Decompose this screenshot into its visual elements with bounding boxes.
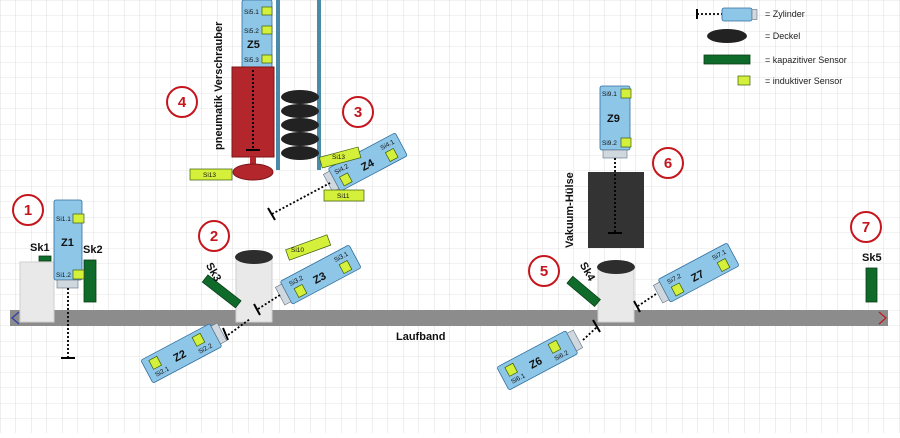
sensor-sk3 [201, 274, 242, 309]
workpiece-5 [597, 267, 635, 323]
station-marker-6 [652, 147, 684, 179]
station-number-5: 5 [540, 263, 548, 280]
station-marker-7 [850, 211, 882, 243]
lid-stack-3 [281, 118, 319, 132]
label-z1: Z1 [61, 237, 74, 249]
legend-cylinder-swatch [721, 7, 753, 22]
label-si5-1: Si5.1 [244, 9, 259, 16]
station-7: Sk5 7 [850, 211, 882, 303]
vacuum-sleeve [588, 172, 644, 248]
label-si10: Si10 [291, 247, 304, 254]
sensor-si12 [189, 168, 233, 181]
station-1: Sk1 Sk2 Si1.1 Si1.2 Z1 1 [12, 194, 103, 359]
label-si11: Si11 [337, 193, 350, 200]
station-5-6: Si9.1 Si9.2 Z9 Vakuum-Hülse 6 Sk4 5 Si6.… [497, 85, 739, 390]
lid-stack-1 [281, 90, 319, 104]
legend: = Zylinder = Deckel = kapazitiver Sensor… [696, 7, 847, 86]
label-vacuum: Vakuum-Hülse [564, 172, 576, 248]
lid-5 [597, 260, 635, 274]
legend-lid-swatch [707, 29, 747, 43]
sensor-si13 [318, 146, 362, 169]
belt-label: Laufband [396, 331, 446, 343]
sensor-sk5 [865, 267, 878, 303]
station-number-6: 6 [664, 155, 672, 172]
label-z9: Z9 [607, 113, 620, 125]
legend-cylinder-text: = Zylinder [765, 9, 805, 19]
station-number-2: 2 [210, 228, 218, 245]
station-number-3: 3 [354, 104, 362, 121]
workpiece-2 [235, 257, 273, 323]
sensor-sk2 [83, 259, 97, 303]
label-si13: Si13 [332, 154, 345, 161]
lid-2 [235, 250, 273, 264]
station-marker-4 [166, 86, 198, 118]
label-si12: Si13 [203, 172, 216, 179]
lid-magazine-rail-right [317, 0, 321, 170]
label-si5-2: Si5.2 [244, 28, 259, 35]
station-number-4: 4 [178, 94, 187, 111]
label-z7: Z7 [689, 268, 706, 285]
sensor-si11 [323, 189, 365, 202]
station-number-7: 7 [862, 219, 870, 236]
belt-arrow-right-icon [878, 311, 887, 325]
label-z5: Z5 [247, 39, 260, 51]
label-screwdriver: pneumatik Verschrauber [213, 21, 225, 150]
label-z2: Z2 [172, 348, 189, 365]
belt-arrow-left-icon [11, 311, 20, 325]
station-number-1: 1 [24, 202, 32, 219]
legend-inductive-text: = induktiver Sensor [765, 76, 842, 86]
legend-lid-text: = Deckel [765, 31, 800, 41]
label-si9-1: Si9.1 [602, 91, 617, 98]
label-sk1: Sk1 [30, 242, 50, 254]
label-si5-3: Si5.3 [244, 57, 259, 64]
lid-stack-4 [281, 132, 319, 146]
lid-stack-5 [281, 146, 319, 160]
legend-inductive-swatch [737, 75, 751, 86]
label-sk2: Sk2 [83, 244, 103, 256]
workpiece-1 [19, 261, 55, 323]
sensor-sk1 [38, 255, 52, 262]
label-si9-2: Si9.2 [602, 140, 617, 147]
label-z6: Z6 [528, 355, 545, 372]
sensor-si10 [285, 234, 332, 261]
station-marker-5 [528, 255, 560, 287]
label-sk5: Sk5 [862, 252, 882, 264]
station-3-4: Si5.1 Si5.2 Si5.3 Z5 pneumatik Verschrau… [166, 0, 408, 221]
station-marker-2 [198, 220, 230, 252]
lid-stack-2 [281, 104, 319, 118]
station-marker-3 [342, 96, 374, 128]
label-z4: Z4 [359, 157, 377, 174]
station-marker-1 [12, 194, 44, 226]
sensor-sk4 [566, 275, 601, 307]
legend-capacitive-swatch [703, 54, 751, 65]
label-si1-2: Si1.2 [56, 272, 71, 279]
lid-magazine-rail-left [276, 0, 280, 170]
label-si1-1: Si1.1 [56, 216, 71, 223]
belt-body [10, 310, 888, 326]
screwdriver-head [232, 163, 274, 181]
legend-capacitive-text: = kapazitiver Sensor [765, 55, 847, 65]
conveyor-belt: Laufband [10, 310, 888, 343]
label-z3: Z3 [311, 270, 328, 287]
station-2: Sk3 2 Si2.1 Si2.2 Z2 Si3.2 Si3.1 Z3 Si [141, 220, 361, 383]
